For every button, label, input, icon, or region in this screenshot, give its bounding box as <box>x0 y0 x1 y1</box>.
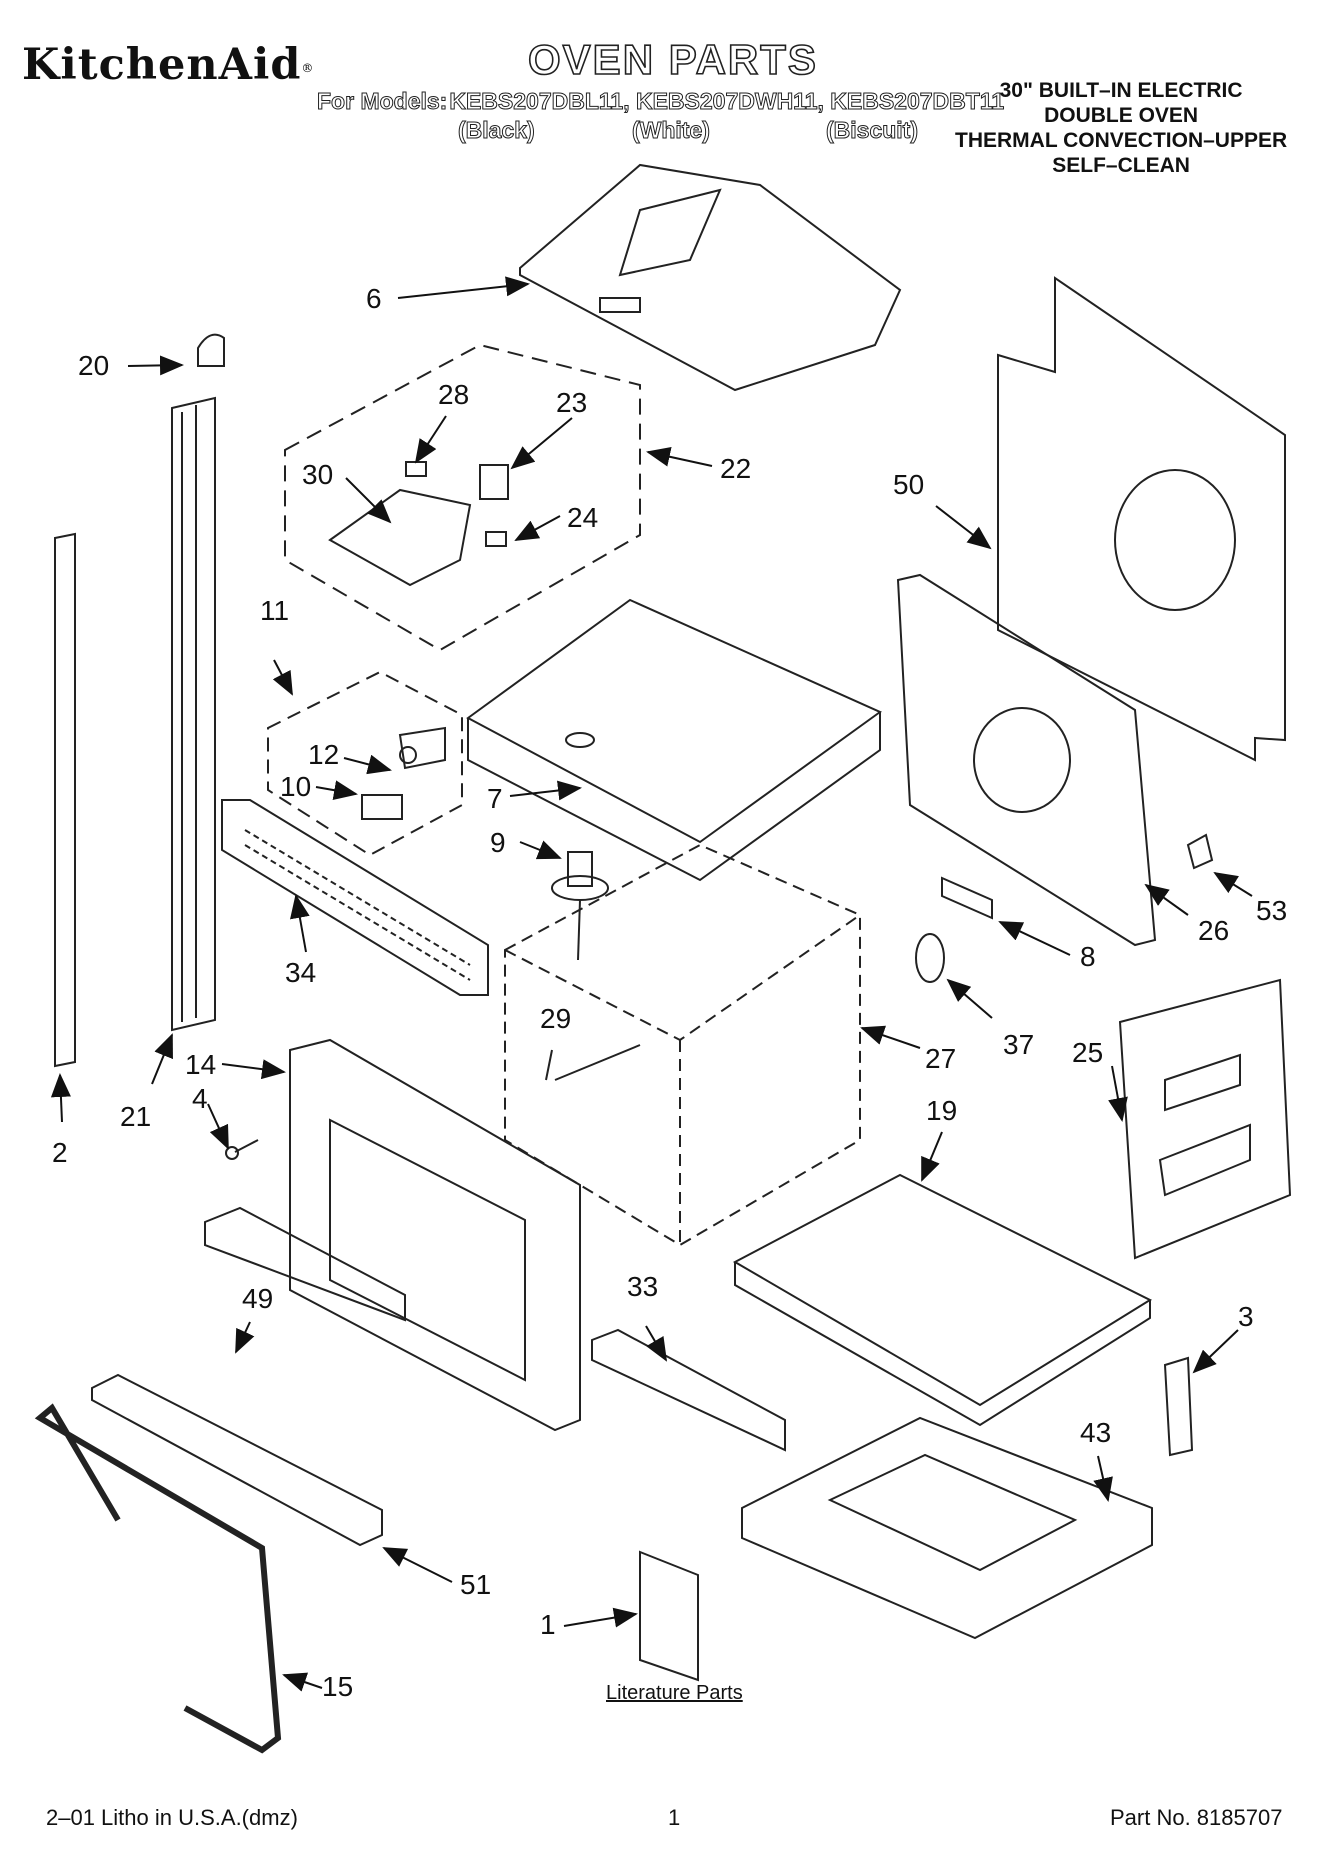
footer-part-number: Part No. 8185707 <box>1110 1805 1283 1830</box>
leader-lines <box>50 276 1253 1692</box>
part-number-label: 43 <box>1080 1417 1111 1448</box>
control-assembly-boundary <box>284 343 641 652</box>
thermostat-part <box>915 933 945 983</box>
brand-registered-mark: ® <box>301 61 315 75</box>
side-strip-part <box>54 532 76 1068</box>
support-rail-part <box>591 1328 786 1452</box>
description-line: 30" BUILT–IN ELECTRIC <box>999 79 1243 102</box>
brand-logo: KitchenAid® <box>22 40 314 90</box>
part-number-label: 19 <box>926 1095 957 1126</box>
trim-cap-part <box>197 333 225 367</box>
product-description: 30" BUILT–IN ELECTRIC DOUBLE OVEN THERMA… <box>955 78 1287 178</box>
part-number-label: 21 <box>120 1101 151 1132</box>
literature-booklet-part <box>639 1550 699 1682</box>
color-white: (White) <box>632 117 711 144</box>
rear-panel-part <box>997 276 1286 762</box>
part-number-label: 9 <box>490 827 506 858</box>
color-black: (Black) <box>458 117 536 144</box>
part-number-label: 23 <box>556 387 587 418</box>
part-number-label: 50 <box>893 469 924 500</box>
part-number-label: 22 <box>720 453 751 484</box>
brand-name: KitchenAid <box>22 40 302 90</box>
part-number-label: 3 <box>1238 1301 1254 1332</box>
side-trim-part <box>171 396 216 1032</box>
part-number-label: 25 <box>1072 1037 1103 1068</box>
part-number-label: 11 <box>260 595 289 626</box>
part-number-label: 2 <box>52 1137 68 1168</box>
footer-litho: 2–01 Litho in U.S.A.(dmz) <box>46 1805 298 1830</box>
part-number-label: 49 <box>242 1283 273 1314</box>
bracket-part <box>1186 833 1214 870</box>
page-title: OVEN PARTS <box>527 35 818 84</box>
front-frame-part <box>289 1038 581 1432</box>
bottom-panel-part <box>732 1173 1153 1407</box>
part-number-label: 20 <box>78 350 109 381</box>
part-number-label: 27 <box>925 1043 956 1074</box>
part-callouts: 6 20 28 23 22 30 24 50 11 12 10 7 9 34 5… <box>52 283 1287 1702</box>
part-number-label: 14 <box>185 1049 216 1080</box>
top-cover-part <box>466 598 882 844</box>
part-number-label: 10 <box>280 771 311 802</box>
top-panel-part <box>519 163 902 392</box>
part-number-label: 33 <box>627 1271 658 1302</box>
models-list: KEBS207DBL11, KEBS207DWH11, KEBS207DBT11 <box>449 88 1005 115</box>
literature-parts-label: Literature Parts <box>606 1682 743 1704</box>
part-number-label: 30 <box>302 459 333 490</box>
part-number-label: 4 <box>192 1083 208 1114</box>
description-line: SELF–CLEAN <box>1052 154 1190 177</box>
description-line: THERMAL CONVECTION–UPPER <box>955 129 1288 152</box>
convection-plate-part <box>896 573 1157 947</box>
part-number-label: 26 <box>1198 915 1229 946</box>
part-number-label: 29 <box>540 1003 571 1034</box>
front-trim-part <box>91 1373 383 1547</box>
footer-page-number: 1 <box>668 1805 681 1830</box>
door-gasket-part <box>34 1403 282 1754</box>
part-number-label: 24 <box>567 502 598 533</box>
color-biscuit: (Biscuit) <box>826 117 919 144</box>
description-line: DOUBLE OVEN <box>1044 104 1199 127</box>
part-number-label: 1 <box>540 1609 556 1640</box>
hinge-bracket-part <box>1163 1356 1194 1457</box>
oven-cavity-part <box>504 843 861 1247</box>
wiring-part <box>545 1044 641 1081</box>
part-number-label: 6 <box>366 283 382 314</box>
part-number-label: 8 <box>1080 941 1096 972</box>
models-line: For Models:KEBS207DBL11, KEBS207DWH11, K… <box>316 88 1005 115</box>
part-number-label: 15 <box>322 1671 353 1702</box>
sensor-part <box>941 876 993 920</box>
side-panel-part <box>1118 978 1292 1260</box>
screw-part <box>234 1139 259 1153</box>
part-number-label: 28 <box>438 379 469 410</box>
part-number-label: 37 <box>1003 1029 1034 1060</box>
vent-duct-part <box>204 1206 406 1322</box>
part-number-label: 7 <box>487 783 503 814</box>
part-number-label: 34 <box>285 957 316 988</box>
part-number-label: 51 <box>460 1569 491 1600</box>
part-number-label: 12 <box>308 739 339 770</box>
bottom-tray-part <box>741 1416 1153 1640</box>
vent-grille-part <box>221 799 489 996</box>
lamp-assembly-boundary <box>267 670 463 857</box>
fan-motor-part <box>551 851 609 961</box>
models-prefix: For Models: <box>316 88 448 115</box>
part-number-label: 53 <box>1256 895 1287 926</box>
